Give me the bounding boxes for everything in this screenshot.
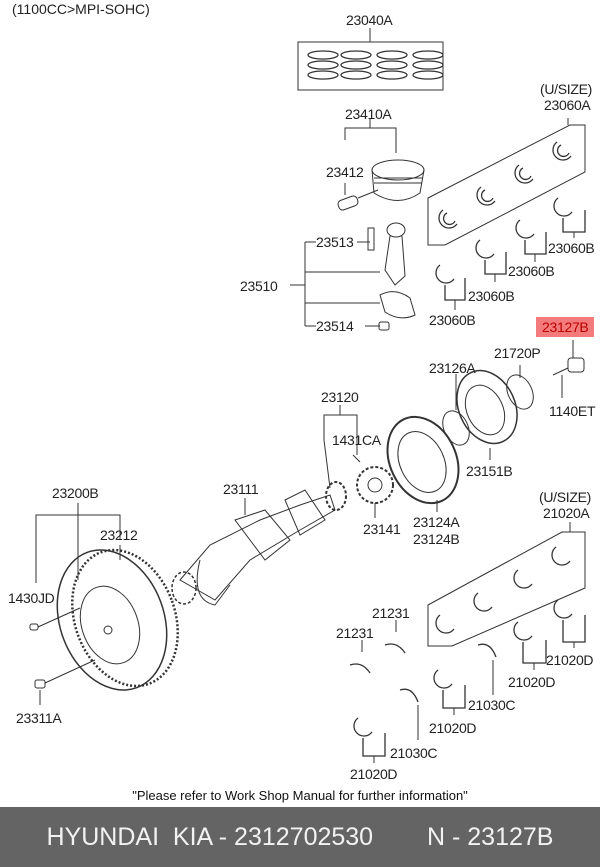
part-number-band: HYUNDAI KIA - 2312702530 N - 23127B <box>0 807 600 867</box>
flywheel-icon <box>30 503 196 705</box>
label-21020d-3[interactable]: 21020D <box>429 720 477 736</box>
label-23127b-highlighted[interactable]: 23127B <box>536 317 595 337</box>
label-23120[interactable]: 23120 <box>321 389 359 405</box>
label-23200b[interactable]: 23200B <box>52 485 99 501</box>
label-21020d-1[interactable]: 21020D <box>546 652 594 668</box>
brand-part-number: HYUNDAI KIA - 2312702530 <box>46 823 374 851</box>
label-23060b-4[interactable]: 23060B <box>429 312 476 328</box>
label-21020d-4[interactable]: 21020D <box>350 766 398 782</box>
piston-rings-icon <box>298 28 443 90</box>
label-21030c-1[interactable]: 21030C <box>468 697 516 713</box>
crankshaft-icon <box>172 405 357 605</box>
label-23060b-2[interactable]: 23060B <box>508 263 555 279</box>
label-23141[interactable]: 23141 <box>363 521 401 537</box>
label-23060b-3[interactable]: 23060B <box>468 288 515 304</box>
label-23111[interactable]: 23111 <box>223 481 259 497</box>
label-23410a[interactable]: 23410A <box>345 106 392 122</box>
label-23412[interactable]: 23412 <box>326 164 364 180</box>
workshop-manual-note: "Please refer to Work Shop Manual for fu… <box>132 788 468 803</box>
label-23212[interactable]: 23212 <box>100 527 138 543</box>
label-23060a[interactable]: 23060A <box>544 97 591 113</box>
label-23124b[interactable]: 23124B <box>413 531 460 547</box>
label-usize-lower: (U/SIZE) <box>539 489 592 505</box>
label-21030c-2[interactable]: 21030C <box>390 745 438 761</box>
rod-bearing-set-icon <box>428 118 585 310</box>
label-21720p[interactable]: 21720P <box>494 345 541 361</box>
engine-spec-note: (1100CC>MPI-SOHC) <box>12 1 150 17</box>
label-23126a[interactable]: 23126A <box>429 360 476 376</box>
label-23514[interactable]: 23514 <box>316 318 354 334</box>
label-1431ca[interactable]: 1431CA <box>332 432 381 448</box>
label-21020d-2[interactable]: 21020D <box>508 674 556 690</box>
label-21231-2[interactable]: 21231 <box>336 625 374 641</box>
label-23311a[interactable]: 23311A <box>16 710 62 726</box>
label-23124a[interactable]: 23124A <box>413 514 460 530</box>
label-21020a[interactable]: 21020A <box>543 505 590 521</box>
label-23513[interactable]: 23513 <box>316 234 354 250</box>
crank-pulley-icon <box>353 340 584 518</box>
label-1430jd[interactable]: 1430JD <box>8 590 55 606</box>
label-21231-1[interactable]: 21231 <box>372 605 410 621</box>
piston-icon <box>337 118 424 211</box>
catalog-part-code: N - 23127B <box>427 823 554 851</box>
label-1140et[interactable]: 1140ET <box>549 403 596 419</box>
main-bearing-set-icon <box>350 522 585 763</box>
label-23040a[interactable]: 23040A <box>346 12 393 28</box>
label-23510[interactable]: 23510 <box>240 278 278 294</box>
label-usize-upper: (U/SIZE) <box>540 81 593 97</box>
connecting-rod-icon <box>290 223 415 330</box>
exploded-parts-diagram <box>0 0 600 807</box>
label-23060b-1[interactable]: 23060B <box>548 240 595 256</box>
label-23151b[interactable]: 23151B <box>466 463 513 479</box>
